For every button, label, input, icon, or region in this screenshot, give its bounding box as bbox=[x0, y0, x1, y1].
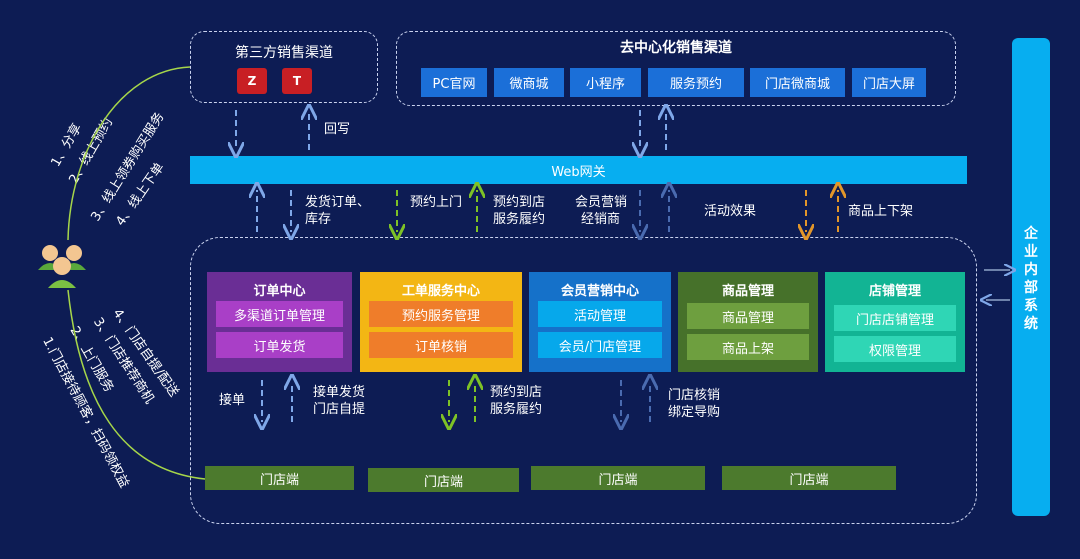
flow-appt-lower-1: 预约到店 bbox=[490, 385, 543, 400]
internal-platform-box bbox=[190, 237, 977, 524]
flow-activity-effect: 活动效果 bbox=[704, 204, 757, 219]
member-store-mgmt: 会员/门店管理 bbox=[538, 332, 662, 358]
product-mgmt-title: 商品管理 bbox=[721, 284, 774, 299]
flow-receive-ship-2: 门店自提 bbox=[313, 402, 366, 417]
flow-verify-2: 绑定导购 bbox=[668, 405, 721, 420]
users-group-icon bbox=[38, 245, 86, 288]
product-listing: 商品上架 bbox=[687, 334, 809, 360]
flow-receive: 接单 bbox=[219, 393, 246, 408]
flow-inventory: 库存 bbox=[305, 212, 332, 227]
enterprise-internal-system-bar bbox=[1012, 38, 1050, 516]
flow-appt-lower-2: 服务履约 bbox=[490, 402, 543, 417]
order-center-panel: 订单中心 多渠道订单管理 订单发货 bbox=[207, 272, 352, 372]
work-order-center-panel: 工单服务中心 预约服务管理 订单核销 bbox=[360, 272, 522, 372]
store-end-2: 门店端 bbox=[368, 468, 519, 492]
third-party-channel-box bbox=[190, 31, 378, 103]
product-mgmt-item: 商品管理 bbox=[687, 303, 809, 329]
enterprise-internal-system-label: 企 业 内 部 系 统 bbox=[1024, 226, 1038, 332]
decentralized-channel-box bbox=[396, 31, 956, 106]
flow-receive-ship-1: 接单发货 bbox=[313, 385, 366, 400]
order-center-title: 订单中心 bbox=[253, 284, 306, 299]
user-flow-curve-top bbox=[67, 66, 191, 241]
user-flow-curve-bottom bbox=[67, 289, 206, 480]
order-shipping: 订单发货 bbox=[216, 332, 343, 358]
store-end-4: 门店端 bbox=[722, 466, 896, 490]
store-end-3: 门店端 bbox=[531, 466, 705, 490]
order-verification: 订单核销 bbox=[369, 332, 513, 358]
multichannel-order-mgmt: 多渠道订单管理 bbox=[216, 301, 343, 327]
web-gateway-bar: Web网关 bbox=[190, 156, 967, 184]
channel-mini-program: 小程序 bbox=[570, 68, 641, 97]
product-mgmt-panel: 商品管理 商品管理 商品上架 bbox=[678, 272, 818, 372]
work-order-center-title: 工单服务中心 bbox=[401, 284, 480, 299]
store-end-1: 门店端 bbox=[205, 466, 354, 490]
flow-ship-order: 发货订单、 bbox=[305, 195, 371, 210]
decentral-title: 去中心化销售渠道 bbox=[620, 40, 732, 56]
writeback-label: 回写 bbox=[324, 122, 351, 137]
activity-mgmt: 活动管理 bbox=[538, 301, 662, 327]
channel-store-mall: 门店微商城 bbox=[750, 68, 845, 97]
shop-mgmt-title: 店铺管理 bbox=[868, 284, 921, 299]
channel-service-booking: 服务预约 bbox=[648, 68, 744, 97]
channel-pc: PC官网 bbox=[421, 68, 487, 97]
shop-mgmt-panel: 店铺管理 门店店铺管理 权限管理 bbox=[825, 272, 965, 372]
flow-appt-store-1: 预约到店 bbox=[493, 195, 546, 210]
sales-platform-logo: T bbox=[282, 68, 312, 94]
sales-platform-logo: Z bbox=[237, 68, 267, 94]
store-shop-mgmt: 门店店铺管理 bbox=[834, 305, 956, 331]
flow-product-shelf: 商品上下架 bbox=[848, 204, 914, 219]
member-marketing-center-panel: 会员营销中心 活动管理 会员/门店管理 bbox=[529, 272, 671, 372]
flow-verify-1: 门店核销 bbox=[668, 388, 721, 403]
booking-service-mgmt: 预约服务管理 bbox=[369, 301, 513, 327]
flow-appt-store-2: 服务履约 bbox=[493, 212, 546, 227]
third-party-title: 第三方销售渠道 bbox=[235, 45, 333, 61]
permission-mgmt: 权限管理 bbox=[834, 336, 956, 362]
channel-wechat-mall: 微商城 bbox=[494, 68, 564, 97]
channel-store-screen: 门店大屏 bbox=[852, 68, 926, 97]
flow-member-1: 会员营销 bbox=[575, 195, 628, 210]
member-marketing-center-title: 会员营销中心 bbox=[560, 284, 639, 299]
flow-appointment-visit: 预约上门 bbox=[410, 195, 463, 210]
flow-member-2: 经销商 bbox=[581, 212, 621, 227]
